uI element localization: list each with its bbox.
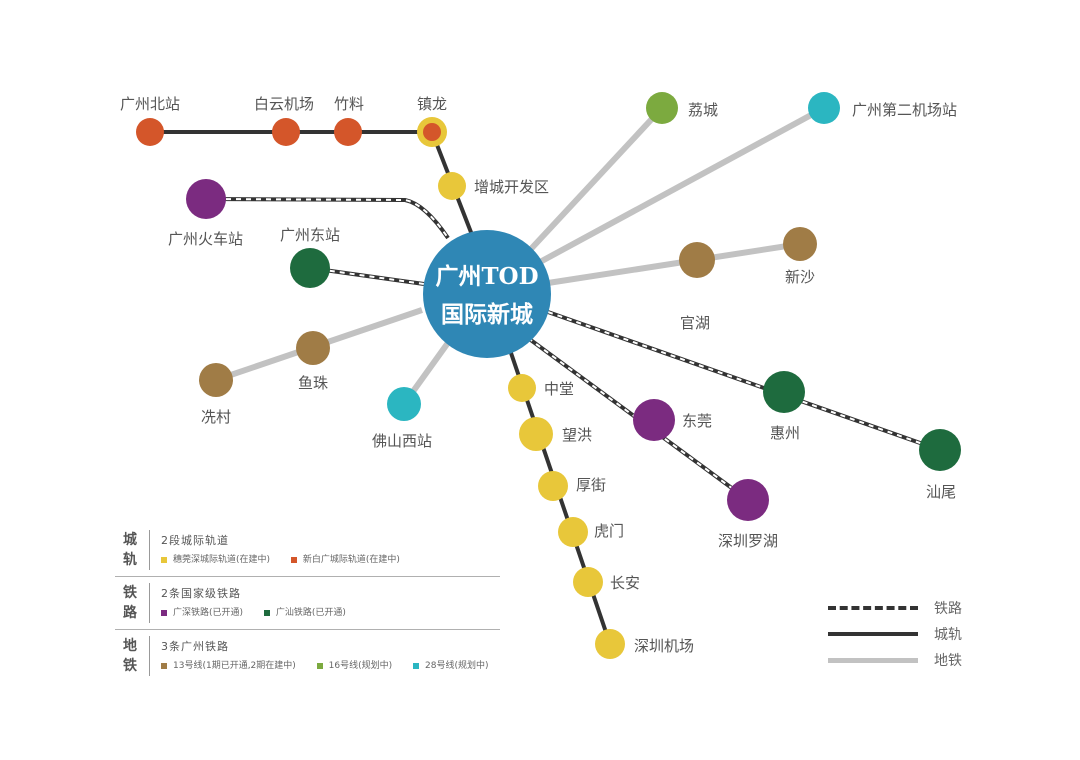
- node-houjie: [538, 471, 568, 501]
- label-huizhou: 惠州: [770, 424, 800, 442]
- label-gz-north: 广州北站: [120, 95, 180, 113]
- legend-metro-title: 3条广州铁路: [161, 640, 229, 653]
- center-line2: 国际新城: [441, 301, 533, 328]
- key-intercity-label: 城轨: [934, 627, 962, 643]
- label-guanhu: 官湖: [680, 314, 710, 332]
- label-foshan-west: 佛山西站: [372, 432, 432, 450]
- label-sz-airport: 深圳机场: [634, 637, 694, 655]
- label-yuzhu: 鱼珠: [298, 374, 328, 392]
- node-gz-railway: [186, 179, 226, 219]
- legend-divider: [149, 583, 150, 623]
- node-yuzhu: [296, 331, 330, 365]
- legend-intercity: 城轨 2段城际轨道 穗莞深城际轨道(在建中) 新白广城际轨道(在建中): [115, 524, 500, 577]
- label-licheng: 荔城: [688, 101, 718, 119]
- node-humen: [558, 517, 588, 547]
- label-sz-luohu: 深圳罗湖: [718, 532, 778, 550]
- legend-item: 16号线(规划中): [316, 658, 392, 671]
- key-metro-label: 地铁: [934, 653, 962, 669]
- key-railway-line: [828, 606, 918, 610]
- node-gz-airport2: [808, 92, 840, 124]
- line-licheng: [527, 105, 665, 253]
- key-railway-label: 铁路: [934, 601, 962, 617]
- legend-intercity-title: 2段城际轨道: [161, 534, 229, 547]
- legend: 城轨 2段城际轨道 穗莞深城际轨道(在建中) 新白广城际轨道(在建中) 铁路 2…: [115, 524, 500, 682]
- label-gz-airport2: 广州第二机场站: [852, 101, 957, 119]
- node-zhuliao: [334, 118, 362, 146]
- label-baiyun-airport: 白云机场: [254, 95, 314, 113]
- line-xinsha: [547, 241, 801, 286]
- legend-railway: 铁路 2条国家级铁路 广深铁路(已开通) 广汕铁路(已开通): [115, 577, 500, 630]
- label-humen: 虎门: [594, 522, 624, 540]
- legend-item: 广汕铁路(已开通): [263, 605, 346, 618]
- node-gz-north: [136, 118, 164, 146]
- node-foshan-west: [387, 387, 421, 421]
- node-zhongtang: [508, 374, 536, 402]
- legend-item: 广深铁路(已开通): [161, 605, 243, 618]
- node-xinsha: [783, 227, 817, 261]
- label-zengcheng-dev: 增城开发区: [474, 178, 549, 196]
- legend-intercity-head: 城轨: [123, 532, 137, 568]
- node-wanghong: [519, 417, 553, 451]
- center-hub: [423, 230, 551, 358]
- line-gz-railway: [205, 197, 450, 240]
- key-metro-line: [828, 658, 918, 663]
- label-wanghong: 望洪: [562, 426, 592, 444]
- center-line1: 广州TOD: [435, 263, 538, 290]
- label-changan: 长安: [610, 574, 640, 592]
- legend-item: 28号线(规划中): [413, 658, 489, 671]
- label-zhenlong: 镇龙: [417, 95, 447, 113]
- key-railway: 铁路: [828, 596, 988, 622]
- label-shanwei: 汕尾: [926, 483, 956, 501]
- label-zhuliao: 竹料: [334, 95, 364, 113]
- node-shanwei: [919, 429, 961, 471]
- legend-divider: [149, 636, 150, 676]
- node-dongguan: [633, 399, 675, 441]
- node-zengcheng-dev: [438, 172, 466, 200]
- legend-item: 穗莞深城际轨道(在建中): [161, 552, 270, 565]
- label-xinsha: 新沙: [785, 268, 815, 286]
- legend-divider: [149, 530, 150, 570]
- node-licheng: [646, 92, 678, 124]
- node-zhenlong: [423, 123, 441, 141]
- node-xiancun: [199, 363, 233, 397]
- label-gz-east: 广州东站: [280, 226, 340, 244]
- node-guanhu: [679, 242, 715, 278]
- line-type-key: 铁路 城轨 地铁: [828, 596, 988, 674]
- key-intercity: 城轨: [828, 622, 988, 648]
- label-houjie: 厚街: [576, 476, 606, 494]
- node-huizhou: [763, 371, 805, 413]
- label-gz-railway: 广州火车站: [168, 230, 243, 248]
- key-metro: 地铁: [828, 648, 988, 674]
- legend-item: 新白广城际轨道(在建中): [290, 552, 400, 565]
- node-sz-airport: [595, 629, 625, 659]
- line-airport2: [538, 105, 826, 265]
- label-dongguan: 东莞: [682, 412, 712, 430]
- node-sz-luohu: [727, 479, 769, 521]
- legend-metro: 地铁 3条广州铁路 13号线(1期已开通,2期在建中) 16号线(规划中) 28…: [115, 630, 500, 682]
- node-gz-east: [290, 248, 330, 288]
- label-xiancun: 冼村: [201, 408, 231, 426]
- legend-railway-head: 铁路: [123, 585, 137, 621]
- legend-railway-title: 2条国家级铁路: [161, 587, 241, 600]
- legend-item: 13号线(1期已开通,2期在建中): [161, 658, 296, 671]
- line-huizhou: [547, 310, 941, 452]
- node-changan: [573, 567, 603, 597]
- legend-metro-head: 地铁: [123, 638, 137, 674]
- label-zhongtang: 中堂: [544, 380, 574, 398]
- node-baiyun-airport: [272, 118, 300, 146]
- key-intercity-line: [828, 632, 918, 636]
